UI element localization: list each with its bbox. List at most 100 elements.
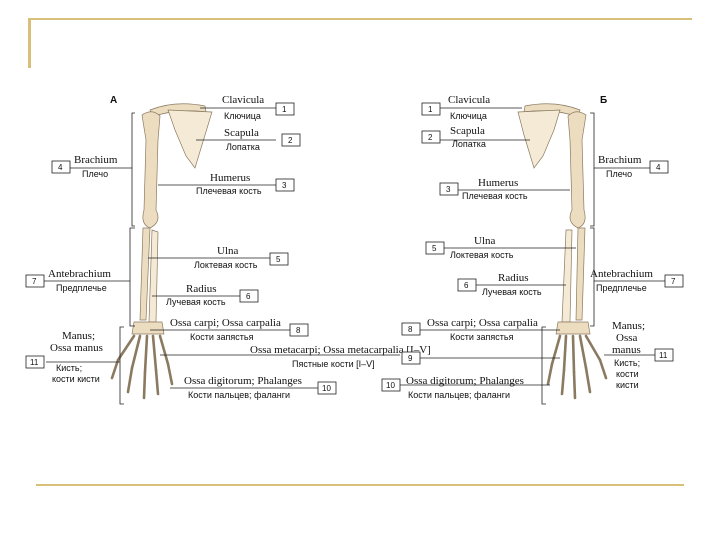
- number-11-b: 11: [659, 351, 668, 360]
- manus-russian-1-a: Кисть;: [56, 363, 82, 373]
- carpus-b: [555, 321, 591, 335]
- scapula-latin-a: Scapula: [224, 127, 259, 139]
- number-7-b: 7: [671, 277, 676, 286]
- number-box-2-b: [421, 130, 441, 144]
- manus-latin-1-b: Manus;: [612, 320, 645, 332]
- humerus-latin-a: Humerus: [210, 172, 250, 184]
- brackets-b: [541, 112, 595, 405]
- ulna-b: [575, 227, 586, 321]
- number-10-a: 10: [322, 384, 331, 393]
- manus-latin-2-b: Ossa: [616, 332, 638, 344]
- fingers-b: [546, 334, 608, 400]
- metacarpi-russian: Пястные кости [I–V]: [292, 359, 375, 369]
- number-box-2-a: [281, 133, 301, 147]
- radius-russian-b: Лучевая кость: [482, 287, 542, 297]
- clavicula-latin-b: Clavicula: [448, 94, 490, 106]
- carpus-a: [131, 321, 165, 335]
- number-box-3-b: [439, 182, 459, 196]
- antebrachium-latin-a: Antebrachium: [48, 268, 111, 280]
- number-6-a: 6: [246, 292, 251, 301]
- manus-russian-1-b: Кисть;: [614, 358, 640, 368]
- clavicula-russian-a: Ключица: [224, 111, 261, 121]
- scapula-russian-b: Лопатка: [452, 139, 486, 149]
- number-1-b: 1: [428, 105, 433, 114]
- ulna-latin-b: Ulna: [474, 235, 496, 247]
- number-box-10-b: [381, 378, 401, 392]
- frame-top-line: [28, 18, 692, 20]
- number-8-b: 8: [408, 325, 413, 334]
- metacarpi-latin: Ossa metacarpi; Ossa metacarpalia [I–V]: [250, 344, 431, 356]
- number-8-a: 8: [296, 326, 301, 335]
- manus-latin-2-a: Ossa manus: [50, 342, 103, 354]
- number-7-a: 7: [32, 277, 37, 286]
- number-box-11-b: [654, 348, 674, 362]
- number-box-8-a: [289, 323, 309, 337]
- number-box-6-b: [457, 278, 477, 292]
- number-3-b: 3: [446, 185, 451, 194]
- manus-russian-3-b: кисти: [616, 380, 639, 390]
- clavicula-latin-a: Clavicula: [222, 94, 264, 106]
- number-box-6-a: [239, 289, 259, 303]
- digitorum-russian-b: Кости пальцев; фаланги: [408, 390, 510, 400]
- number-box-8-b: [401, 322, 421, 336]
- scapula-latin-b: Scapula: [450, 125, 485, 137]
- leaders-b: [400, 107, 665, 386]
- number-box-9: [401, 351, 421, 365]
- number-3-a: 3: [282, 181, 287, 190]
- radius-latin-b: Radius: [498, 272, 529, 284]
- number-11-a: 11: [30, 358, 39, 367]
- leaders-a: [44, 107, 400, 389]
- frame-left-accent: [28, 18, 31, 68]
- humerus-russian-a: Плечевая кость: [196, 186, 262, 196]
- manus-latin-3-b: manus: [612, 344, 641, 356]
- humerus-russian-b: Плечевая кость: [462, 191, 528, 201]
- number-box-5-a: [269, 252, 289, 266]
- manus-russian-2-b: кости: [616, 369, 639, 379]
- arm-b-bones: [517, 103, 608, 400]
- number-box-10-a: [317, 381, 337, 395]
- number-box-1-a: [275, 102, 295, 116]
- number-box-4-b: [649, 160, 669, 174]
- antebrachium-russian-a: Предплечье: [56, 283, 107, 293]
- number-5-b: 5: [432, 244, 437, 253]
- antebrachium-latin-b: Antebrachium: [590, 268, 653, 280]
- scapula-russian-a: Лопатка: [226, 142, 260, 152]
- carpi-russian-a: Кости запястья: [190, 332, 254, 342]
- clavicula-russian-b: Ключица: [450, 111, 487, 121]
- humerus-a: [141, 111, 161, 229]
- scapula-a: [167, 109, 213, 169]
- brachium-russian-a: Плечо: [82, 169, 108, 179]
- number-4-a: 4: [58, 163, 63, 172]
- number-box-7-a: [25, 274, 45, 288]
- humerus-b: [567, 111, 587, 229]
- number-2-a: 2: [288, 136, 293, 145]
- brachium-russian-b: Плечо: [606, 169, 632, 179]
- number-4-b: 4: [656, 163, 661, 172]
- number-box-7-b: [664, 274, 684, 288]
- antebrachium-russian-b: Предплечье: [596, 283, 647, 293]
- carpi-russian-b: Кости запястья: [450, 332, 514, 342]
- number-1-a: 1: [282, 105, 287, 114]
- radius-russian-a: Лучевая кость: [166, 297, 226, 307]
- ulna-latin-a: Ulna: [217, 245, 239, 257]
- digitorum-latin-b: Ossa digitorum; Phalanges: [406, 375, 524, 387]
- ulna-a: [139, 227, 151, 321]
- brackets-a: [119, 112, 135, 405]
- brachium-latin-b: Brachium: [598, 154, 642, 166]
- panel-b-label: Б: [600, 95, 607, 106]
- frame-bottom-line: [36, 484, 684, 486]
- fingers-a: [110, 334, 174, 400]
- number-box-3-a: [275, 178, 295, 192]
- manus-russian-2-a: кости кисти: [52, 374, 100, 384]
- number-box-11-a: [25, 355, 45, 369]
- ulna-russian-a: Локтевая кость: [194, 260, 258, 270]
- radius-latin-a: Radius: [186, 283, 217, 295]
- carpi-latin-a: Ossa carpi; Ossa carpalia: [170, 317, 281, 329]
- humerus-latin-b: Humerus: [478, 177, 518, 189]
- carpi-latin-b: Ossa carpi; Ossa carpalia: [427, 317, 538, 329]
- number-6-b: 6: [464, 281, 469, 290]
- digitorum-russian-a: Кости пальцев; фаланги: [188, 390, 290, 400]
- number-2-b: 2: [428, 133, 433, 142]
- number-5-a: 5: [276, 255, 281, 264]
